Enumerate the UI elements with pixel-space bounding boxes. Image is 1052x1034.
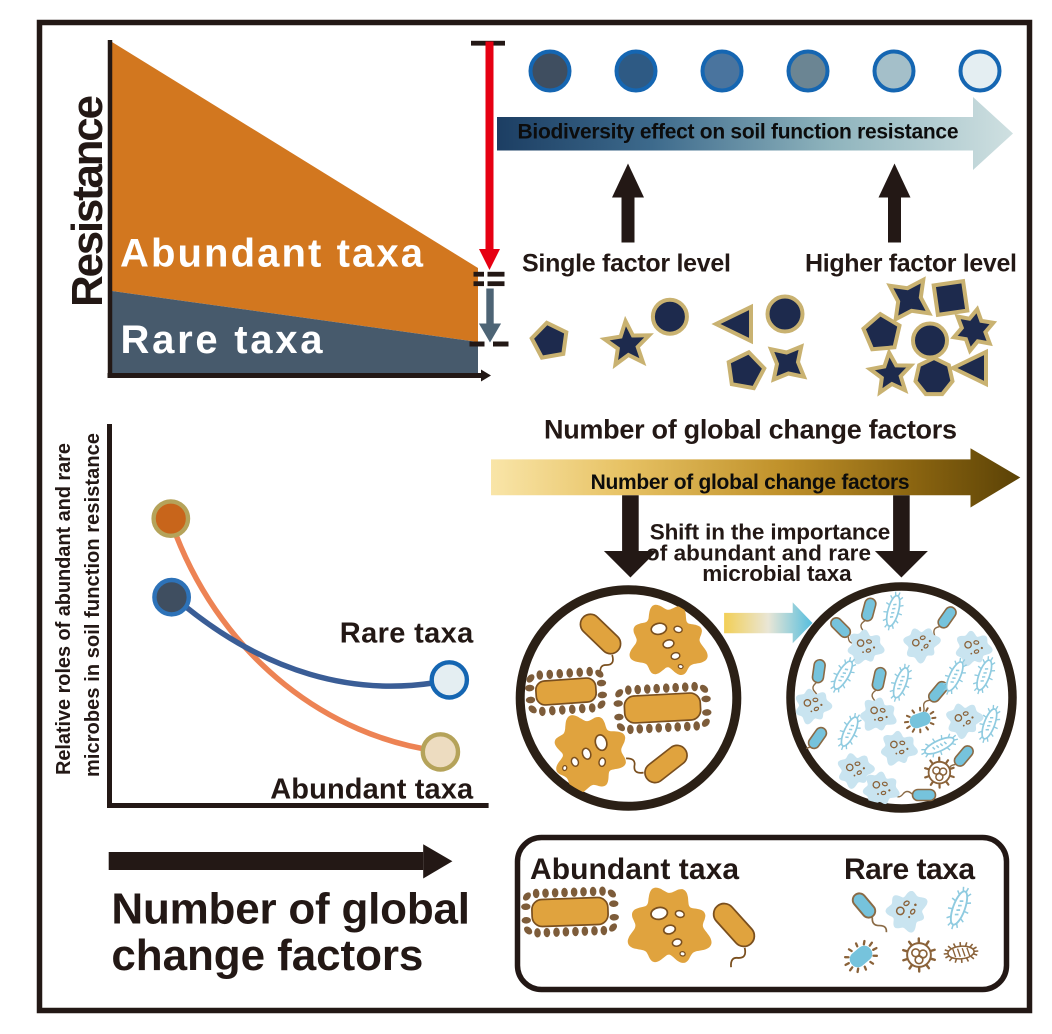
svg-text:Biodiversity effect on soil fu: Biodiversity effect on soil function res… — [518, 120, 959, 143]
svg-text:Single factor level: Single factor level — [522, 249, 731, 277]
svg-text:Abundant taxa: Abundant taxa — [120, 232, 424, 276]
svg-text:change factors: change factors — [111, 931, 423, 980]
svg-text:of abundant and rare: of abundant and rare — [646, 541, 871, 566]
svg-text:Rare taxa: Rare taxa — [844, 853, 975, 886]
svg-text:Abundant taxa: Abundant taxa — [530, 853, 739, 886]
svg-text:Number of global change factor: Number of global change factors — [591, 471, 910, 494]
svg-text:Higher factor level: Higher factor level — [805, 249, 1017, 277]
svg-text:Relative roles of abundant and: Relative roles of abundant and rare — [53, 443, 75, 775]
svg-text:Number of global change factor: Number of global change factors — [544, 415, 957, 445]
svg-text:microbes in soil function resi: microbes in soil function resistance — [82, 433, 104, 777]
svg-text:microbial taxa: microbial taxa — [702, 561, 852, 586]
svg-text:Shift in the importance: Shift in the importance — [650, 520, 891, 545]
svg-text:Abundant taxa: Abundant taxa — [270, 774, 474, 806]
svg-text:Rare taxa: Rare taxa — [121, 318, 324, 362]
svg-text:Rare taxa: Rare taxa — [340, 618, 474, 650]
svg-text:Resistance: Resistance — [63, 95, 112, 307]
svg-text:Number of global: Number of global — [111, 884, 470, 933]
